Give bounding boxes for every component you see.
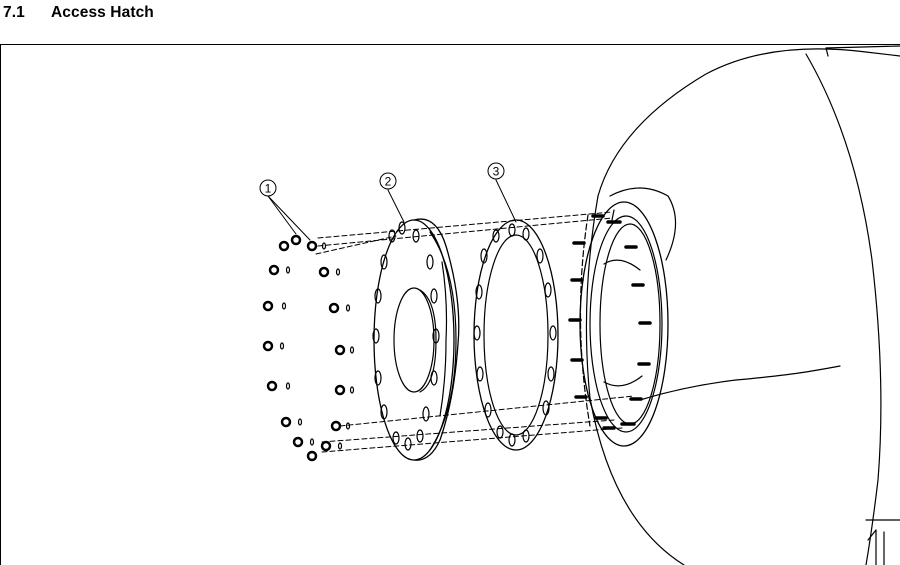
nut-column-right [306, 240, 346, 452]
washer-column-left [279, 266, 315, 446]
section-heading: 7.1 Access Hatch [3, 4, 154, 22]
callout-leaders [267, 179, 517, 241]
figure-frame [0, 44, 900, 565]
tank-body [585, 45, 900, 565]
callout-2-circle [379, 172, 397, 190]
callout-2-label: 2 [385, 175, 392, 189]
flange-rim [579, 214, 591, 427]
alignment-lines [315, 211, 635, 453]
section-number: 7.1 [3, 4, 25, 21]
nut-column-left [262, 234, 318, 462]
cover-plate [372, 218, 460, 461]
gasket [473, 219, 559, 451]
callout-3-circle [487, 162, 505, 180]
flange-studs [568, 214, 652, 430]
callout-1-circle [259, 179, 277, 197]
callout-3-label: 3 [493, 165, 500, 179]
washer-column-right [321, 242, 355, 450]
tank-opening [579, 201, 669, 447]
nuts-and-washers [262, 234, 355, 462]
section-title: Access Hatch [51, 4, 154, 21]
callout-1-label: 1 [265, 182, 272, 196]
callout-markers [259, 162, 505, 197]
